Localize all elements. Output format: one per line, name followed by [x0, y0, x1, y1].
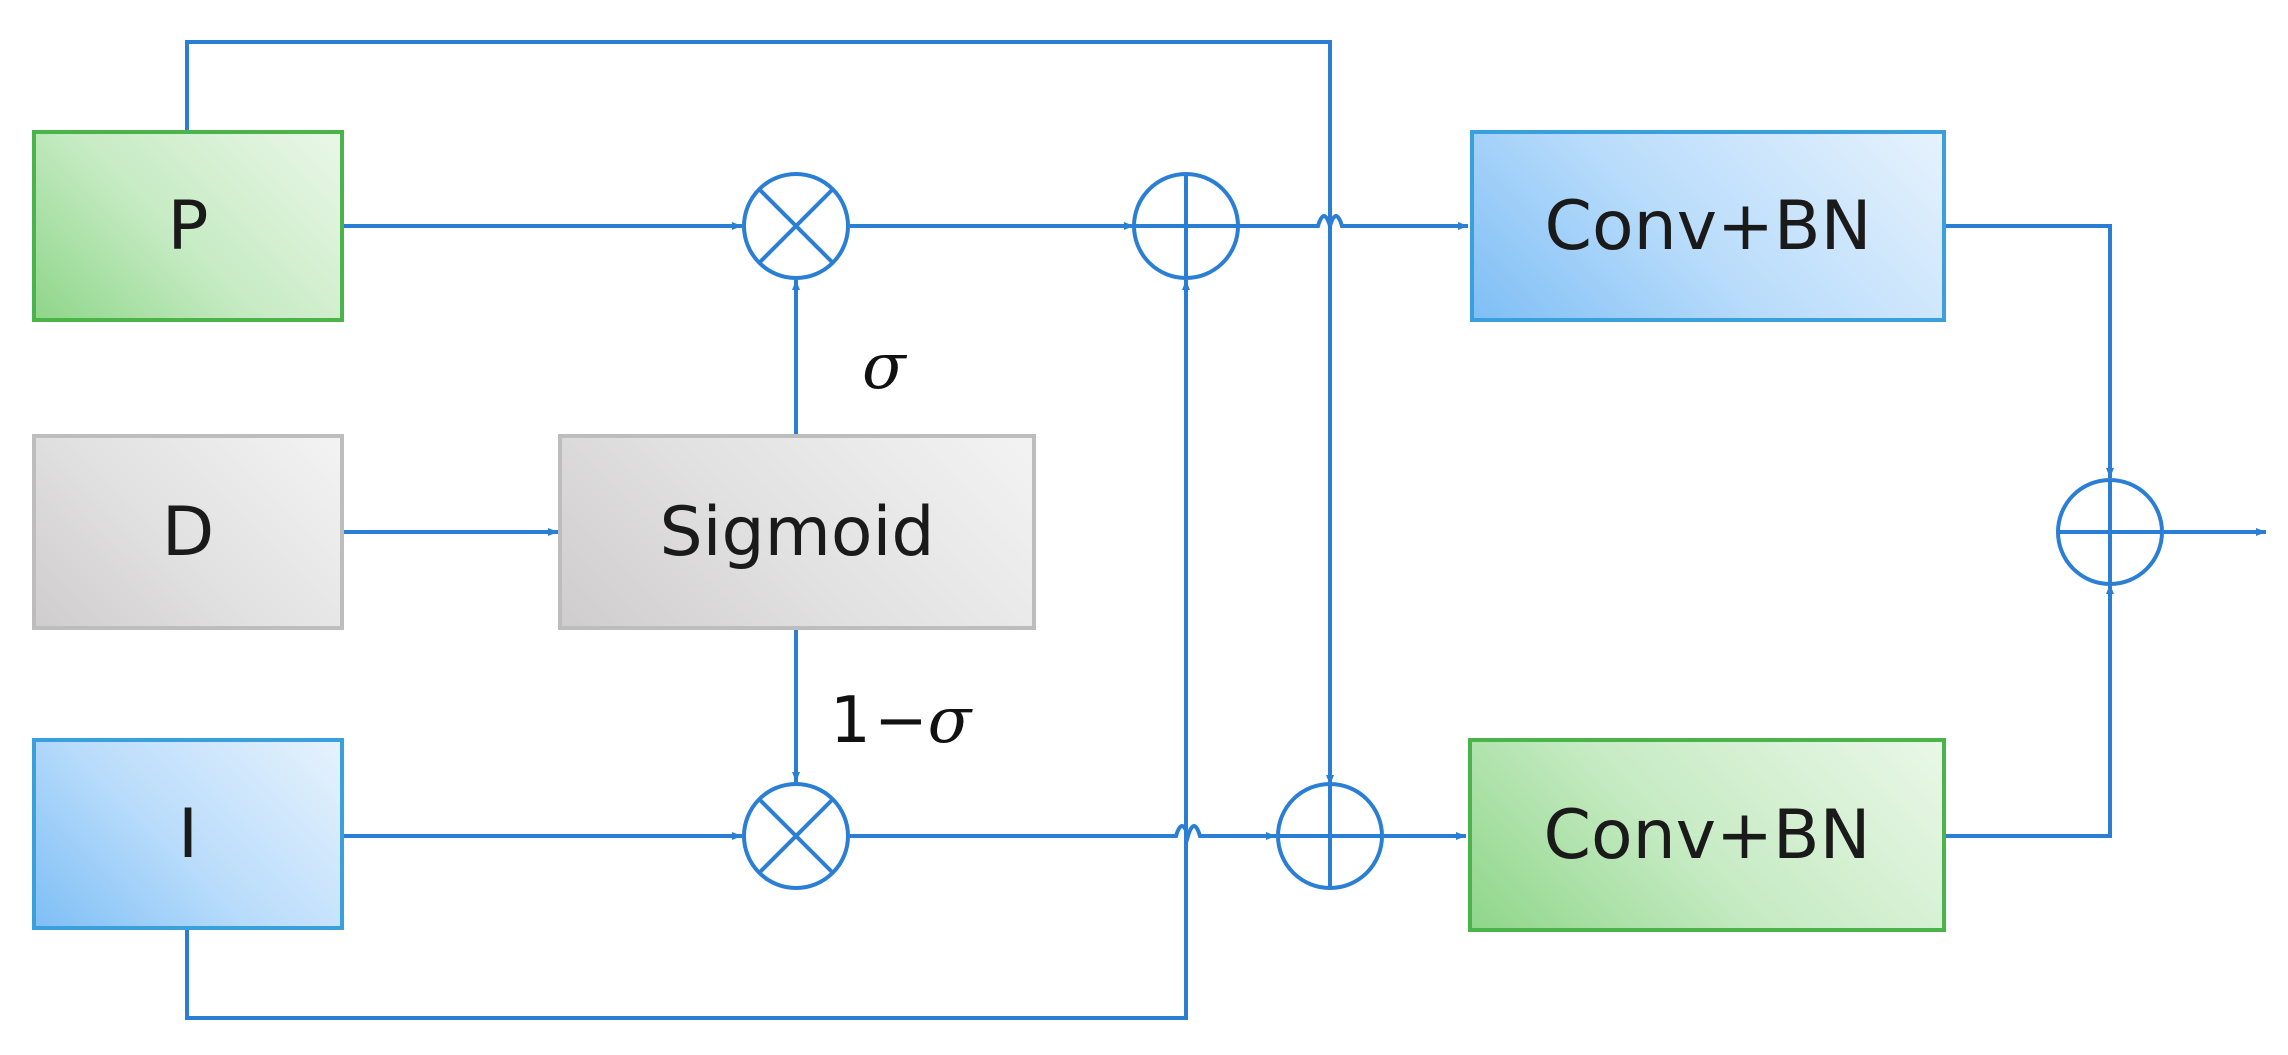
- add-node-final: [2056, 478, 2164, 586]
- label-minus-sigma: −σ: [874, 684, 972, 758]
- node-sigmoid-label: Sigmoid: [659, 492, 935, 572]
- edge-p-skip-to-add-bottom: [185, 40, 1334, 785]
- add-node-top: [1132, 172, 1240, 280]
- multiply-node-top: [742, 172, 850, 280]
- edge-add-top-to-conv-top: [1238, 214, 1468, 233]
- multiply-node-bottom: [742, 782, 850, 890]
- node-conv-bottom-label: Conv+BN: [1543, 795, 1871, 875]
- node-d-label: D: [161, 492, 215, 572]
- label-sigma: σ: [862, 330, 906, 404]
- edge-conv-top-to-add-final: [1946, 224, 2114, 478]
- edge-conv-bottom-to-add-final: [1946, 584, 2114, 838]
- edge-i-skip-to-add-top: [185, 280, 1190, 1020]
- node-i-label: I: [177, 794, 199, 874]
- edge-mul-bottom-to-add-bottom: [850, 824, 1276, 843]
- node-i: I: [32, 738, 344, 930]
- label-one: 1: [830, 684, 871, 758]
- node-p-label: P: [167, 186, 209, 266]
- node-conv-top-label: Conv+BN: [1544, 186, 1872, 266]
- node-conv-bottom: Conv+BN: [1468, 738, 1946, 932]
- node-sigmoid: Sigmoid: [558, 434, 1036, 630]
- node-p: P: [32, 130, 344, 322]
- add-node-bottom: [1276, 782, 1384, 890]
- node-d: D: [32, 434, 344, 630]
- node-conv-top: Conv+BN: [1470, 130, 1946, 322]
